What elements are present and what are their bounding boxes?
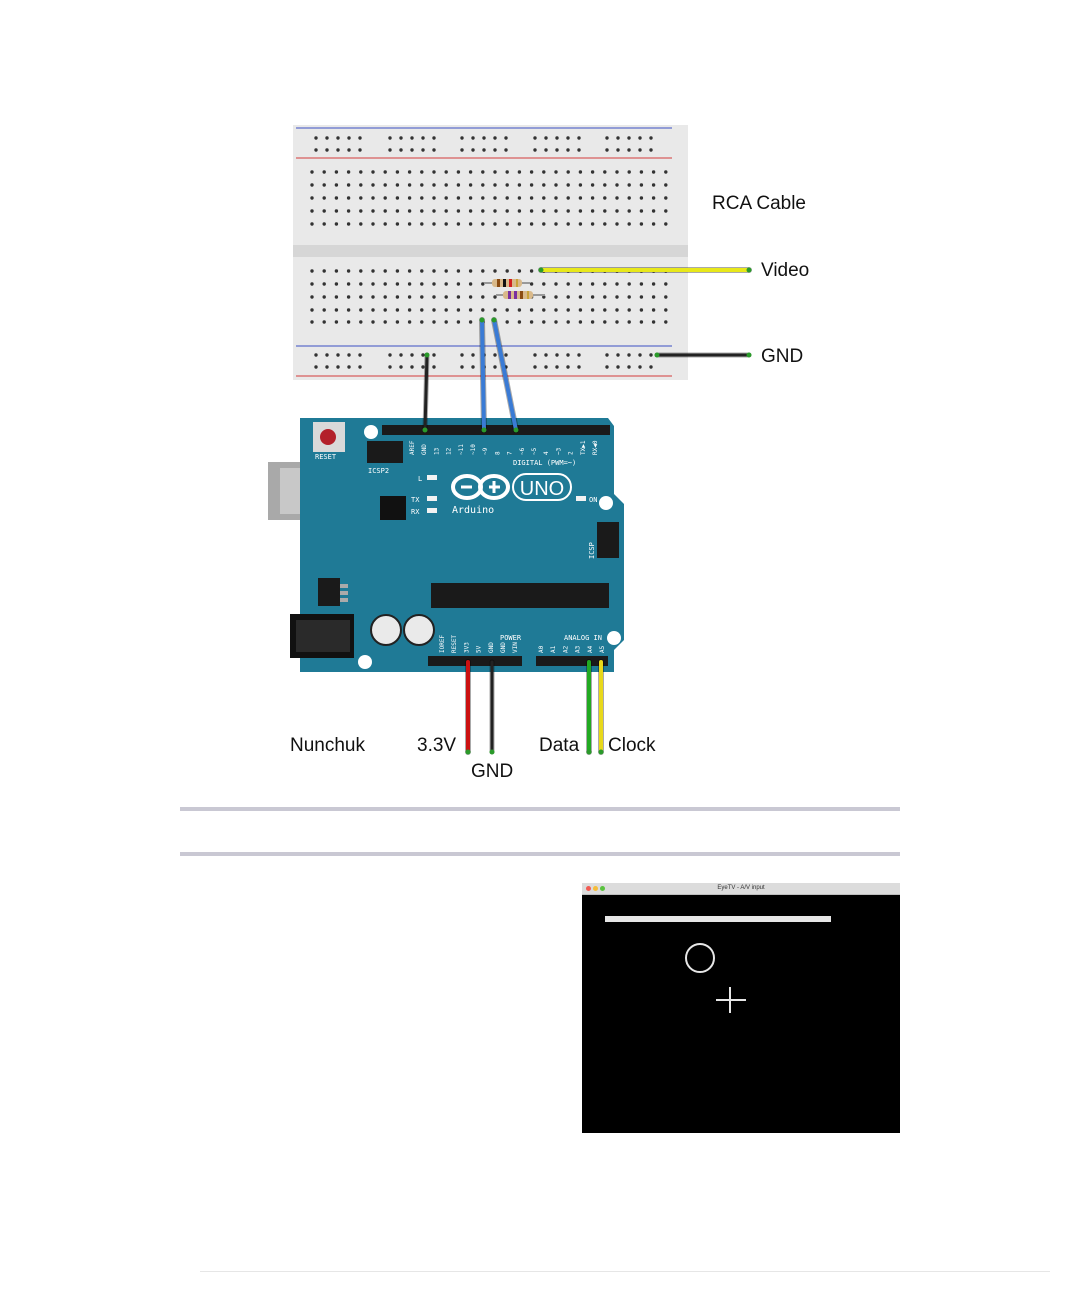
icsp2-label: ICSP2 — [368, 467, 389, 475]
svg-text:~5: ~5 — [531, 447, 538, 455]
rca-cable-label: RCA Cable — [712, 193, 806, 214]
svg-text:A4: A4 — [587, 645, 594, 653]
led-rx-label: RX — [411, 508, 420, 516]
led-l-label: L — [418, 475, 422, 483]
svg-text:13: 13 — [433, 447, 440, 455]
svg-text:4: 4 — [543, 451, 550, 455]
svg-text:A0: A0 — [538, 645, 545, 653]
tv-screen-content — [582, 895, 900, 1133]
svg-text:TX▶1: TX▶1 — [580, 440, 587, 455]
breadboard — [293, 125, 688, 380]
svg-text:~6: ~6 — [519, 447, 526, 455]
svg-text:RESET: RESET — [451, 635, 458, 653]
circuit-diagram: RESET ICSP2 DIGITAL (PWM=~) L TX RX UNO … — [0, 0, 1080, 800]
footer-rule — [200, 1271, 1050, 1272]
on-label: ON — [589, 496, 597, 504]
clock-label: Clock — [608, 735, 656, 756]
tv-circle — [686, 944, 714, 972]
svg-text:~3: ~3 — [555, 447, 562, 455]
tv-bar — [605, 916, 831, 922]
svg-text:~9: ~9 — [482, 447, 489, 455]
v33-label: 3.3V — [417, 735, 456, 756]
svg-text:12: 12 — [446, 447, 453, 455]
svg-text:GND: GND — [500, 642, 507, 653]
gnd-nunchuk-label: GND — [471, 761, 513, 782]
svg-text:5V: 5V — [476, 645, 483, 653]
svg-text:IOREF: IOREF — [439, 635, 446, 653]
window-title: EyeTV - A/V input — [582, 884, 900, 893]
nunchuk-label: Nunchuk — [290, 735, 365, 756]
svg-text:7: 7 — [507, 451, 514, 455]
divider-bottom — [180, 852, 900, 856]
divider-top — [180, 807, 900, 811]
svg-text:A2: A2 — [562, 645, 569, 653]
arduino-wordmark: Arduino — [452, 505, 494, 516]
power-label: POWER — [500, 634, 522, 642]
svg-text:8: 8 — [494, 451, 501, 455]
svg-text:A5: A5 — [599, 645, 606, 653]
tv-output-window: EyeTV - A/V input — [582, 883, 900, 1133]
svg-text:GND: GND — [488, 642, 495, 653]
svg-text:RX◀0: RX◀0 — [592, 440, 599, 455]
svg-text:2: 2 — [568, 451, 575, 455]
icsp-label: ICSP — [588, 542, 596, 559]
analog-in-label: ANALOG IN — [564, 634, 602, 642]
svg-text:~11: ~11 — [458, 444, 465, 455]
video-label: Video — [761, 260, 809, 281]
uno-label: UNO — [520, 478, 564, 500]
svg-text:~10: ~10 — [470, 444, 477, 455]
svg-text:A1: A1 — [550, 645, 557, 653]
reset-label: RESET — [315, 453, 337, 461]
svg-text:A3: A3 — [575, 645, 582, 653]
svg-text:3V3: 3V3 — [463, 642, 470, 653]
svg-text:AREF: AREF — [409, 440, 416, 455]
arduino-uno-board: RESET ICSP2 DIGITAL (PWM=~) L TX RX UNO … — [268, 418, 624, 672]
digital-label: DIGITAL (PWM=~) — [513, 459, 576, 467]
led-tx-label: TX — [411, 496, 420, 504]
svg-text:GND: GND — [421, 444, 428, 455]
data-label: Data — [539, 735, 580, 756]
window-titlebar: EyeTV - A/V input — [582, 883, 900, 895]
gnd-rca-label: GND — [761, 346, 803, 367]
svg-text:VIN: VIN — [512, 642, 519, 653]
